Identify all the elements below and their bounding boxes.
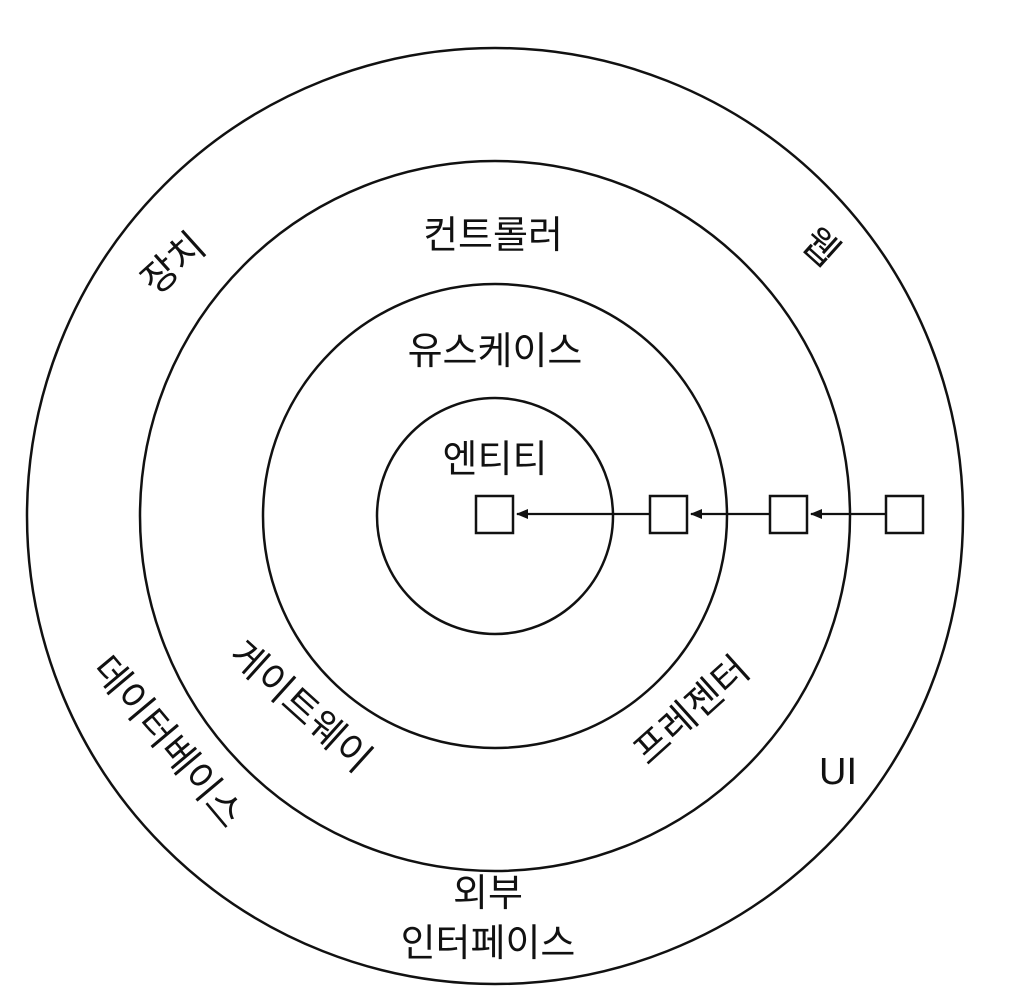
label-presenters: 프레젠터 bbox=[625, 647, 758, 773]
ring-entities bbox=[375, 396, 615, 636]
box-use-cases bbox=[648, 494, 689, 535]
label-external-line1: 외부 bbox=[453, 871, 523, 915]
box-entities bbox=[474, 494, 515, 535]
box-external bbox=[884, 494, 925, 535]
label-controllers: 컨트롤러 bbox=[423, 213, 563, 257]
label-web: 웹 bbox=[793, 219, 848, 275]
label-use-cases: 유스케이스 bbox=[408, 329, 583, 373]
label-entities: 엔티티 bbox=[443, 437, 548, 481]
ring-use-cases bbox=[261, 282, 729, 750]
ring-external-interfaces bbox=[25, 46, 965, 986]
label-external-line2: 인터페이스 bbox=[401, 921, 576, 965]
box-adapters bbox=[768, 494, 809, 535]
label-ui: UI bbox=[819, 751, 857, 793]
label-devices: 장치 bbox=[133, 224, 214, 303]
label-databases: 데이터베이스 bbox=[84, 647, 253, 836]
ring-interface-adapters bbox=[138, 159, 852, 873]
label-gateways: 게이트웨이 bbox=[221, 632, 380, 782]
